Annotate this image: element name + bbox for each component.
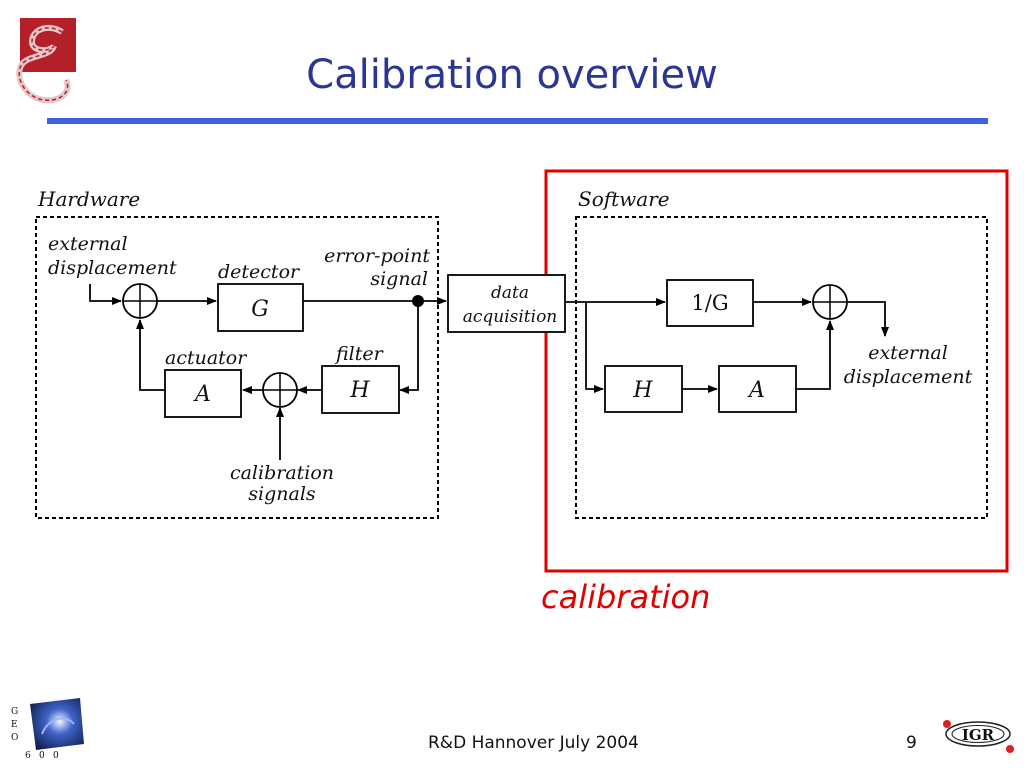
- actuator-label: actuator: [165, 347, 248, 369]
- svg-text:6: 6: [25, 751, 31, 761]
- summing-junction-icon: [122, 283, 158, 319]
- detector-block-symbol: G: [251, 297, 269, 322]
- summing-junction-icon: [812, 284, 848, 320]
- hardware-title: Hardware: [37, 187, 140, 211]
- svg-text:IGR: IGR: [962, 726, 995, 744]
- calibration-label: calibration: [541, 578, 711, 616]
- input-arrow: [89, 284, 122, 305]
- svg-text:0: 0: [53, 751, 59, 761]
- output-external-displacement-label: external: [868, 342, 948, 364]
- actuator-block: [164, 369, 242, 418]
- detector-label: detector: [218, 261, 301, 283]
- calibration-signals-label-2: signals: [248, 483, 316, 505]
- svg-text:G: G: [11, 707, 18, 717]
- inverse-detector-symbol: 1/G: [691, 291, 728, 315]
- output-arrow: [847, 301, 889, 337]
- software-frame: [575, 216, 988, 519]
- data-acquisition-label: data: [491, 283, 529, 303]
- external-displacement-label: external: [48, 233, 128, 255]
- daq-to-h-arrow: [585, 302, 604, 393]
- geo600-logo-top: [16, 18, 76, 104]
- igr-logo: IGR: [943, 720, 1014, 753]
- feedback-to-filter-arrow: [399, 301, 419, 394]
- software-a-block: [718, 365, 797, 413]
- footer-text: R&D Hannover July 2004: [428, 733, 639, 753]
- svg-text:O: O: [11, 733, 18, 743]
- a-to-sum-arrow: [796, 320, 834, 390]
- hardware-frame: [35, 216, 439, 519]
- page-title: Calibration overview: [306, 52, 718, 98]
- filter-label: filter: [334, 343, 385, 365]
- summing-junction-icon: [262, 372, 298, 408]
- svg-text:E: E: [11, 720, 18, 730]
- software-title: Software: [578, 187, 670, 211]
- calibration-highlight-frame: [544, 169, 1009, 573]
- output-external-displacement-label-2: displacement: [844, 366, 973, 388]
- filter-block-symbol: H: [349, 378, 370, 403]
- actuator-feedback-arrow: [136, 319, 165, 391]
- inverse-detector-block: [666, 279, 754, 327]
- data-acquisition-label-2: acquisition: [463, 307, 558, 327]
- page-number: 9: [906, 733, 917, 753]
- external-displacement-label-2: displacement: [48, 257, 177, 279]
- software-h-symbol: H: [632, 378, 653, 403]
- svg-text:0: 0: [39, 751, 45, 761]
- actuator-block-symbol: A: [193, 382, 211, 407]
- error-point-label: error-point: [324, 245, 430, 267]
- filter-block: [321, 365, 400, 414]
- geo600-logo-bottom: G E O 6 0 0: [11, 698, 84, 761]
- data-acquisition-block: [447, 274, 566, 333]
- detector-block: [217, 283, 304, 332]
- calibration-signals-label: calibration: [230, 462, 334, 484]
- error-point-label-2: signal: [370, 268, 428, 290]
- title-divider: [47, 118, 988, 124]
- software-a-symbol: A: [747, 378, 765, 403]
